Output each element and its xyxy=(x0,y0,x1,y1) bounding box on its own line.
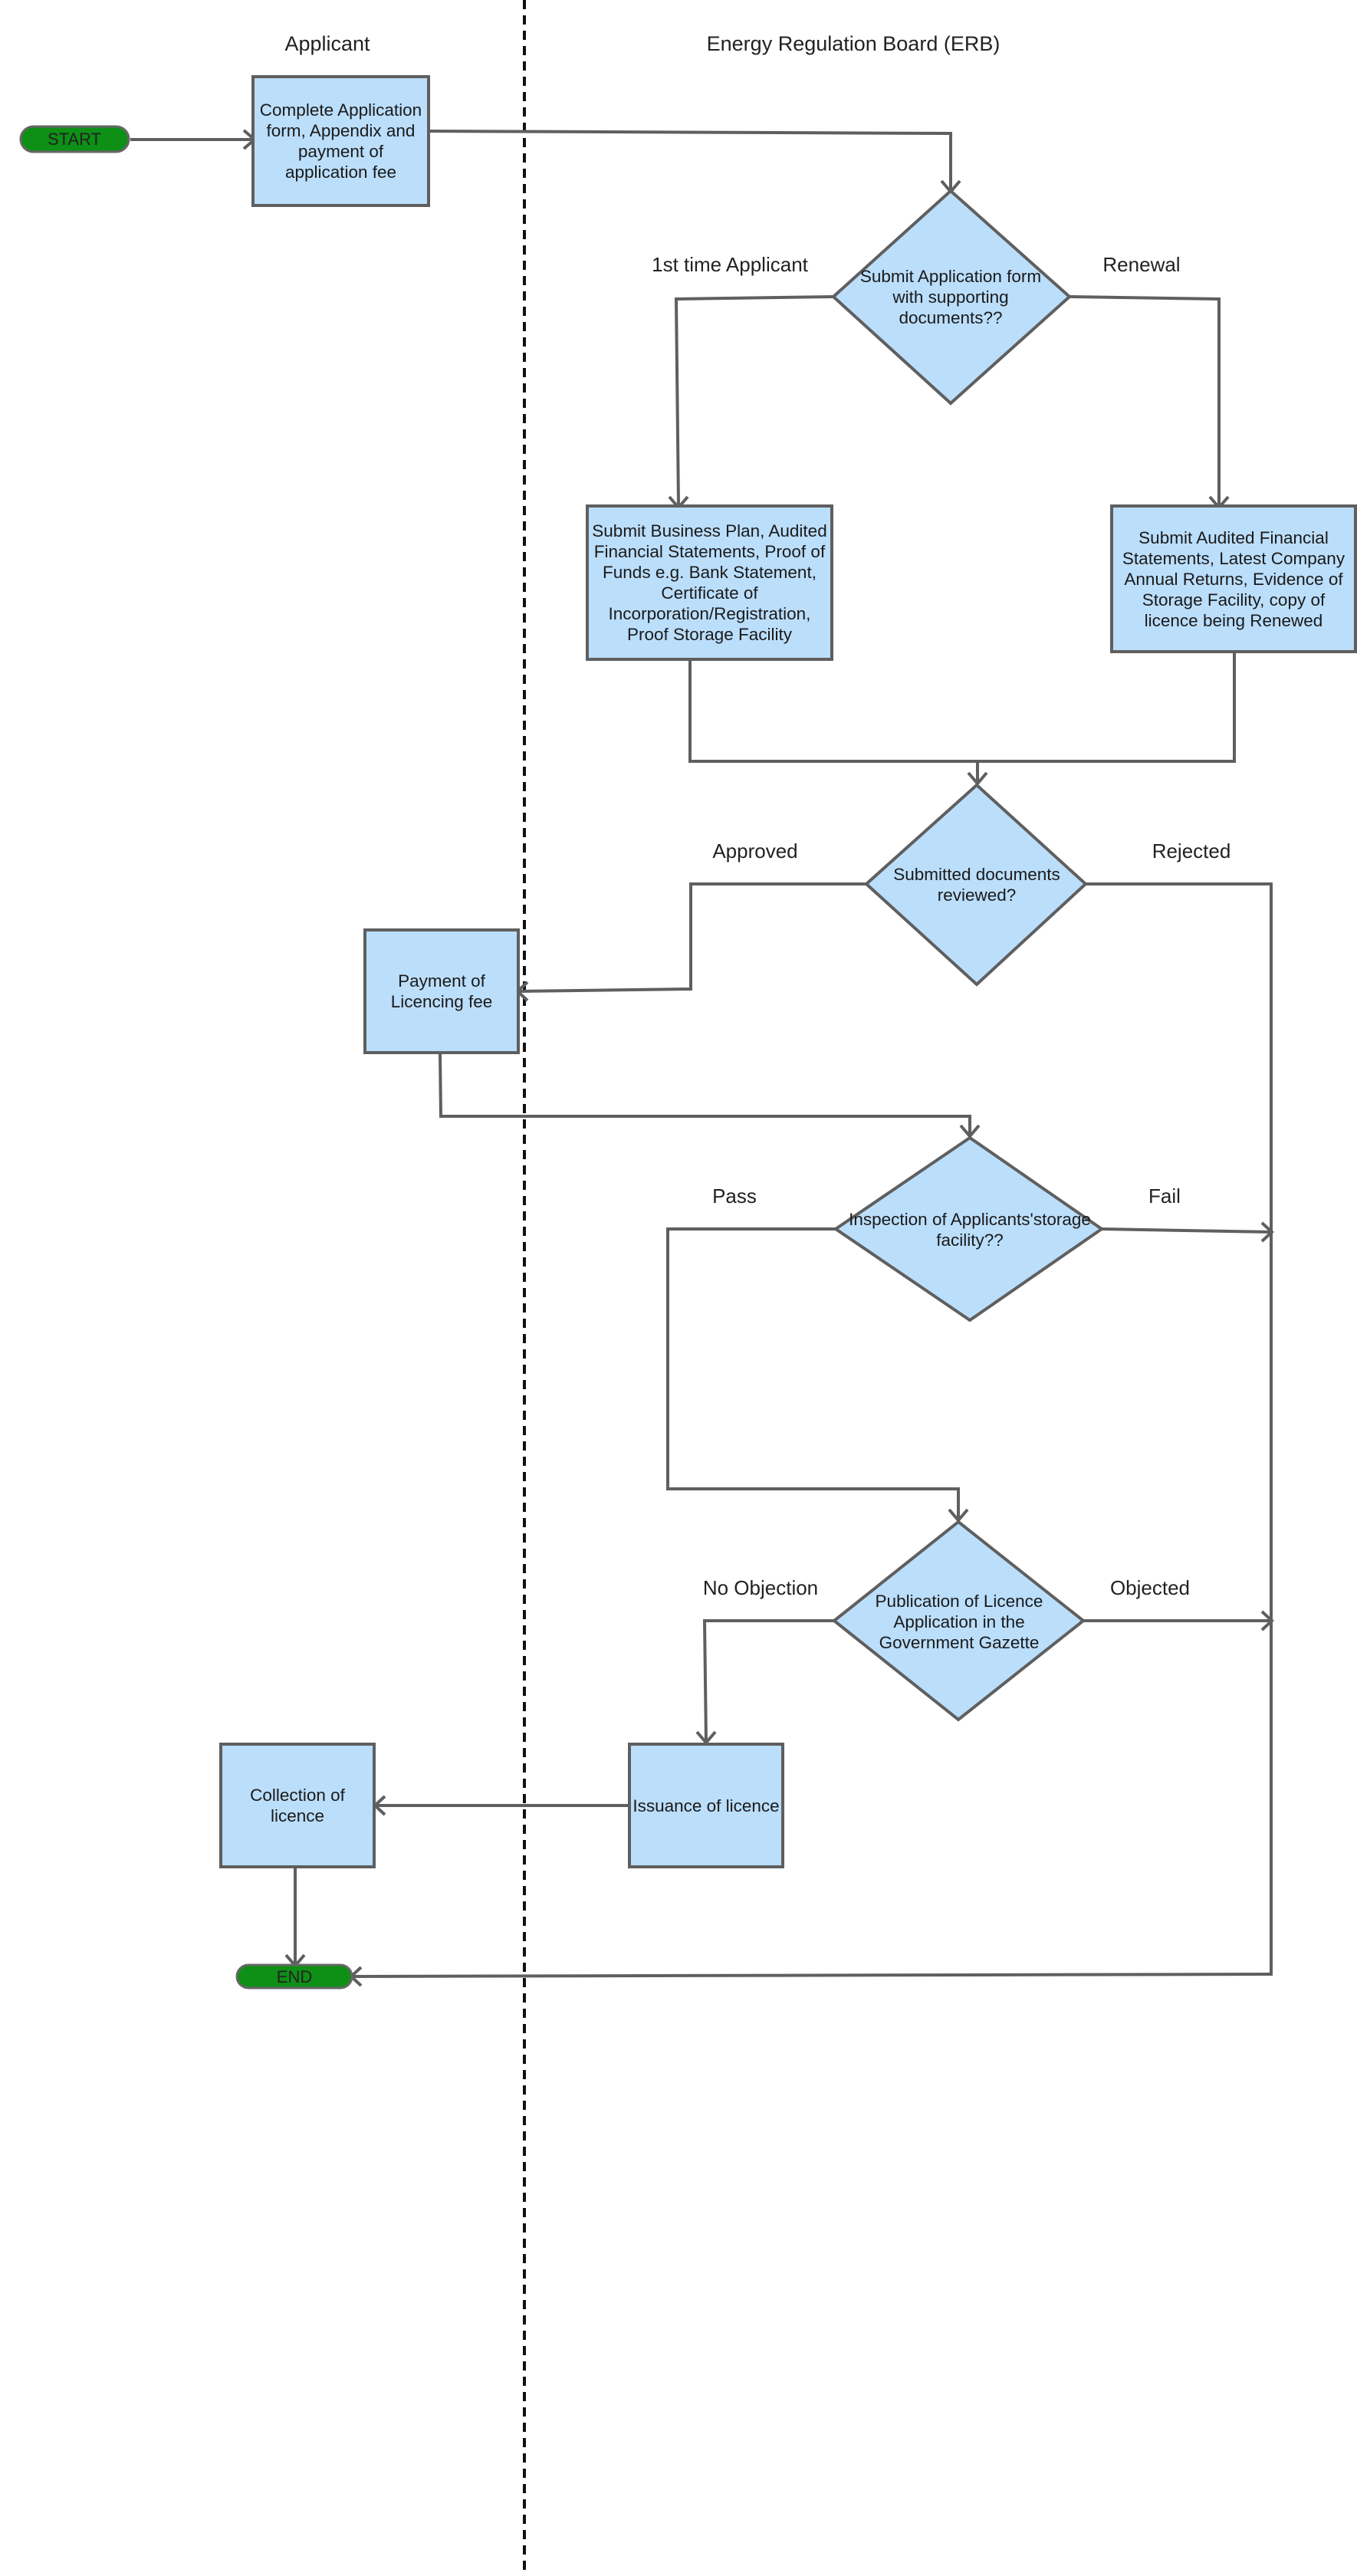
decision-publication[interactable]: Publication of Licence Application in th… xyxy=(831,1520,1086,1722)
process-label: Submit Audited Financial Statements, Lat… xyxy=(1122,527,1346,630)
decision-label: Submit Application form with supporting … xyxy=(859,267,1042,327)
decision-submit-application[interactable]: Submit Application form with supporting … xyxy=(831,189,1073,406)
decision-label: Publication of Licence Application in th… xyxy=(875,1591,1043,1652)
edge-submit-to-first-time xyxy=(674,295,834,507)
process-issuance-of-licence[interactable]: Issuance of licence xyxy=(628,1743,784,1868)
process-label: Collection of licence xyxy=(250,1786,345,1825)
process-label: Issuance of licence xyxy=(632,1796,780,1815)
decision-label: Inspection of Applicants'storage facilit… xyxy=(849,1210,1091,1250)
edge-label-renewal: Renewal xyxy=(1102,253,1180,276)
process-label: Payment of Licencing fee xyxy=(390,971,493,1011)
edge-label-rejected: Rejected xyxy=(1152,840,1231,863)
edge-application-to-submit xyxy=(429,130,952,189)
decision-documents-reviewed[interactable]: Submitted documents reviewed? xyxy=(864,783,1088,987)
edge-review-to-payment xyxy=(517,882,866,993)
start-label: START xyxy=(48,130,101,149)
edge-label-fail: Fail xyxy=(1148,1184,1181,1208)
end-label: END xyxy=(277,1967,312,1986)
edge-label-approved: Approved xyxy=(712,840,797,863)
process-collection-of-licence[interactable]: Collection of licence xyxy=(219,1743,376,1868)
process-complete-application[interactable]: Complete Application form, Appendix and … xyxy=(251,75,430,207)
process-payment-licencing-fee[interactable]: Payment of Licencing fee xyxy=(363,928,520,1054)
edge-label-no-objection: No Objection xyxy=(703,1576,818,1599)
start-terminal[interactable]: START xyxy=(19,125,130,153)
edge-inspection-pass xyxy=(666,1227,960,1520)
arrowhead xyxy=(967,771,988,787)
edge-label-objected: Objected xyxy=(1110,1576,1190,1599)
lane-title-applicant: Applicant xyxy=(284,32,370,55)
process-label: Submit Business Plan, Audited Financial … xyxy=(592,521,827,644)
lane-title-erb: Energy Regulation Board (ERB) xyxy=(707,32,1001,55)
edge-review-rejected-to-end xyxy=(350,882,1273,1978)
decision-inspection[interactable]: Inspection of Applicants'storage facilit… xyxy=(833,1135,1105,1322)
process-renewal-documents[interactable]: Submit Audited Financial Statements, Lat… xyxy=(1110,504,1357,653)
edge-payment-to-inspection xyxy=(439,1052,971,1136)
edge-label-first-time: 1st time Applicant xyxy=(652,253,809,276)
edge-publication-to-issuance xyxy=(702,1619,834,1743)
arrowhead xyxy=(1260,1221,1274,1243)
process-first-time-documents[interactable]: Submit Business Plan, Audited Financial … xyxy=(586,504,833,661)
process-label: Complete Application form, Appendix and … xyxy=(259,100,422,182)
arrowhead xyxy=(1260,1610,1274,1631)
edge-first-time-to-merge xyxy=(688,652,1236,763)
edge-inspection-fail xyxy=(1101,1227,1272,1234)
edge-label-pass: Pass xyxy=(712,1184,757,1208)
end-terminal[interactable]: END xyxy=(235,1963,353,1990)
decision-label: Submitted documents reviewed? xyxy=(893,865,1060,905)
edge-submit-to-renewal xyxy=(1068,295,1221,506)
